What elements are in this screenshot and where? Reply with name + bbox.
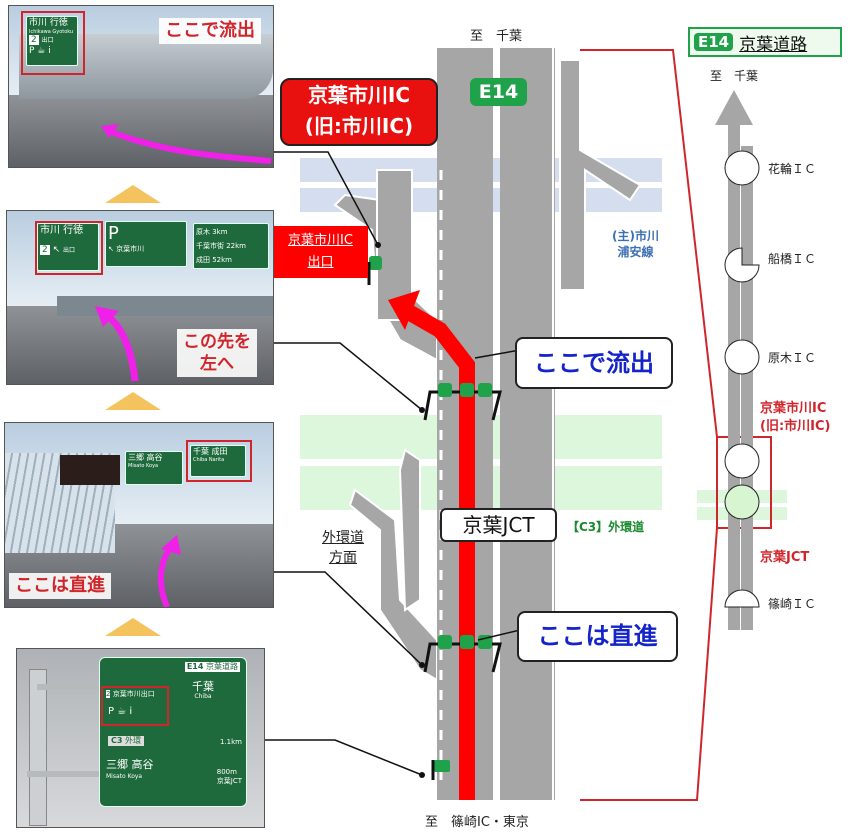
exit-box-label: 出口 bbox=[307, 255, 334, 270]
route-map-badge: E14 bbox=[694, 33, 734, 51]
sign-route-name: 京葉道路 bbox=[206, 662, 238, 671]
main-road-down bbox=[500, 48, 555, 800]
sign-jct: 京葉JCT bbox=[216, 777, 242, 785]
highlight-frame bbox=[186, 440, 252, 482]
sign-exit: 出口 bbox=[41, 36, 54, 44]
sign-exit-no: 2 bbox=[29, 34, 39, 45]
highlight-frame bbox=[21, 11, 85, 75]
sign-roman: Chiba Narita bbox=[193, 456, 225, 463]
sign-gantry-lower bbox=[423, 635, 502, 673]
sign-dest: 市川 行徳 bbox=[29, 18, 68, 28]
right-direction-sign: 千葉 成田 Chiba Narita bbox=[190, 445, 246, 477]
sign-main-dest: 千葉 bbox=[192, 680, 214, 693]
route-map-title-text: 京葉道路 bbox=[739, 34, 808, 55]
sign-roman: Ichikawa Gyotoku bbox=[29, 28, 74, 35]
exit-sign: 市川 行徳 Ichikawa Gyotoku 2 出口 P ☕ i bbox=[26, 16, 78, 66]
go-straight-callout: ここは直進 bbox=[517, 611, 678, 662]
caption-line1: この先を bbox=[183, 332, 251, 352]
sign-exit-name: 京葉市川出口 bbox=[112, 690, 155, 698]
stop-keiyo-ichikawa-name: 京葉市川IC bbox=[760, 401, 827, 416]
sign-services: P ☕ i bbox=[108, 706, 133, 717]
crossroad-label: (主)市川 浦安線 bbox=[612, 228, 659, 260]
stop-keiyo-jct: 京葉JCT bbox=[760, 550, 810, 565]
gaikan-direction-label: 外環道 方面 bbox=[322, 528, 364, 568]
stop-funabashi: 船橋ＩＣ bbox=[768, 252, 817, 266]
sign-roman: Misato Koya bbox=[128, 462, 159, 469]
chevron-up-icon bbox=[105, 392, 161, 410]
exit-sign: 市川 行徳 2 ↖ 出口 bbox=[37, 223, 99, 271]
jct-ramp bbox=[348, 488, 438, 682]
crossroad-line1: (主)市川 bbox=[612, 229, 659, 243]
advance-sign-marker bbox=[434, 760, 450, 772]
sign-line: 成田 52km bbox=[196, 256, 233, 264]
gaikan-line1: 外環道 bbox=[322, 530, 364, 546]
stop-hanawa: 花輪ＩＣ bbox=[768, 162, 817, 176]
crossroad-line2: 浦安線 bbox=[617, 245, 654, 259]
route-map-to-chiba: 至 千葉 bbox=[710, 69, 759, 83]
caption-line2: 左へ bbox=[200, 354, 234, 374]
exit-box-name: 京葉市川IC bbox=[288, 233, 353, 248]
sign-exit-no: 2 bbox=[106, 690, 111, 698]
photo-advance-left: 市川 行徳 2 ↖ 出口 P ↖ 京葉市川 原木 3km 千葉市街 22km 成… bbox=[6, 210, 274, 385]
sign-dest: 市川 行徳 bbox=[40, 225, 84, 236]
sign-main-roman: Chiba bbox=[194, 693, 212, 701]
sign-dest: 三郷 高谷 bbox=[128, 453, 163, 462]
photo-jct-straight: 三郷 高谷 Misato Koya 千葉 成田 Chiba Narita ここは… bbox=[4, 422, 274, 608]
stop-shinozaki: 篠崎ＩＣ bbox=[768, 597, 817, 611]
sign-c3-dest: 三郷 高谷 bbox=[106, 758, 154, 771]
sign-route: E14 bbox=[186, 662, 204, 671]
sign-c3-roman: Misato Koya bbox=[106, 773, 143, 780]
route-map-title: E14 京葉道路 bbox=[688, 27, 842, 57]
sign-line: 原木 3km bbox=[196, 228, 228, 236]
sign-services: P ☕ i bbox=[29, 45, 51, 56]
photo-caption: ここで流出 bbox=[159, 18, 261, 44]
photo-caption: ここは直進 bbox=[9, 573, 111, 599]
exit-here-callout: ここで流出 bbox=[515, 337, 673, 389]
photo-exit-point: 市川 行徳 Ichikawa Gyotoku 2 出口 P ☕ i ここで流出 bbox=[8, 5, 274, 168]
chevron-up-icon bbox=[105, 618, 161, 636]
sign-line: 千葉市街 22km bbox=[196, 242, 247, 250]
stop-keiyo-ichikawa-old: (旧:市川IC) bbox=[760, 419, 831, 434]
route-map-line bbox=[715, 90, 760, 630]
c3-label: 【C3】外環道 bbox=[567, 520, 645, 534]
chevron-up-icon bbox=[105, 185, 161, 203]
sign-dist1: 1.1km bbox=[219, 738, 242, 746]
ic-callout: 京葉市川IC (旧:市川IC) bbox=[280, 78, 438, 146]
sign-dist2: 800m bbox=[216, 768, 237, 776]
left-direction-sign: 三郷 高谷 Misato Koya bbox=[125, 451, 183, 485]
sign-c3-name: 外環 bbox=[124, 736, 141, 745]
jct-label: 京葉JCT bbox=[440, 508, 557, 542]
e14-badge: E14 bbox=[470, 78, 527, 106]
exit-box: 京葉市川IC 出口 bbox=[273, 226, 368, 278]
ic-name: 京葉市川IC bbox=[307, 83, 411, 107]
highlight-frame bbox=[35, 221, 103, 275]
vms-board bbox=[60, 455, 120, 485]
sign-p: P bbox=[108, 223, 119, 244]
exit-sign-marker bbox=[369, 256, 382, 270]
sign-dest: 千葉 成田 bbox=[193, 447, 228, 456]
to-tokyo-label: 至 篠崎IC・東京 bbox=[425, 815, 529, 830]
sign-exit-no: 2 bbox=[40, 245, 50, 255]
to-chiba-label: 至 千葉 bbox=[470, 29, 523, 44]
sign-exit: 出口 bbox=[63, 247, 76, 254]
route-arrow bbox=[388, 290, 420, 330]
stop-baraki: 原木ＩＣ bbox=[768, 351, 817, 365]
ic-old-name: (旧:市川IC) bbox=[304, 114, 414, 138]
highlight-frame bbox=[101, 686, 169, 726]
sign-p-dest: 京葉市川 bbox=[116, 244, 145, 253]
distance-sign: 原木 3km 千葉市街 22km 成田 52km bbox=[193, 223, 269, 269]
stop-keiyo-ichikawa: 京葉市川IC (旧:市川IC) bbox=[760, 400, 830, 436]
gaikan-line2: 方面 bbox=[329, 550, 357, 566]
sign-gantry-upper bbox=[423, 383, 502, 421]
ramp-right bbox=[559, 59, 642, 291]
route-line bbox=[401, 303, 475, 800]
parking-sign: P ↖ 京葉市川 bbox=[105, 221, 187, 267]
sign-c3: C3 bbox=[111, 736, 123, 745]
photo-caption: この先を 左へ bbox=[177, 329, 257, 377]
